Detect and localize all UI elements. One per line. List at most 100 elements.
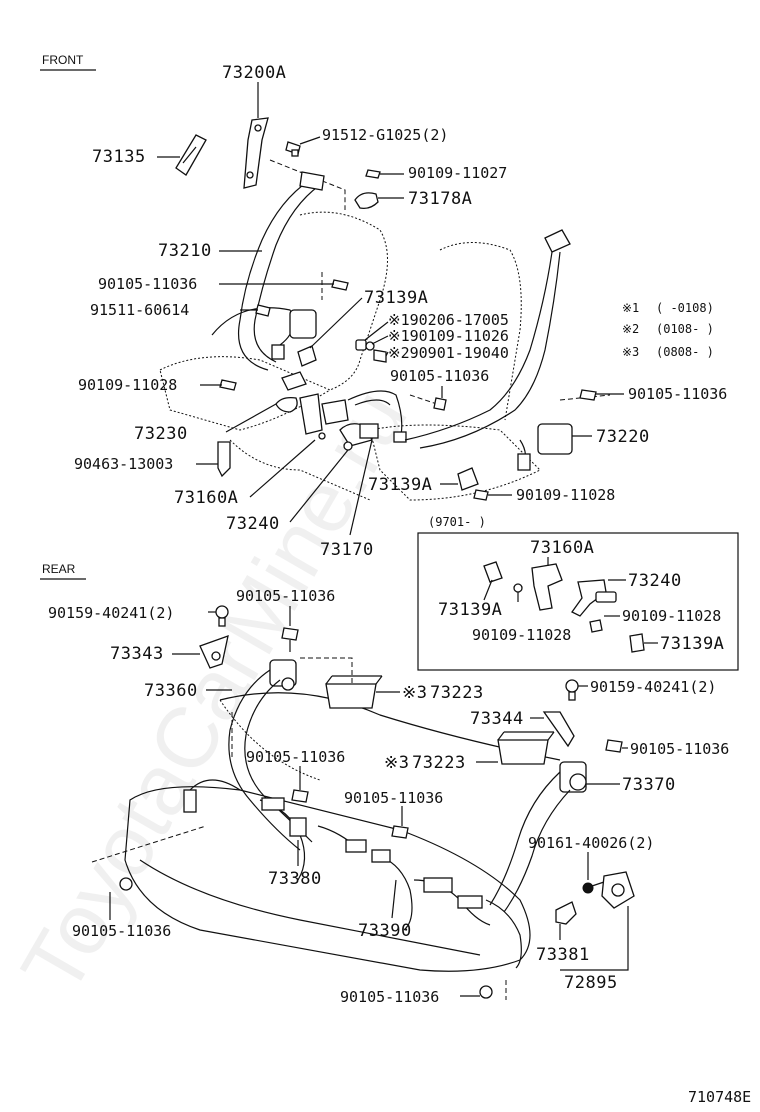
cover-73223-a[interactable] — [325, 675, 383, 709]
leader-variant-c — [385, 351, 389, 357]
label-73135: 73135 — [92, 147, 146, 167]
inset-label-90109-a: 90109-11028 — [622, 607, 721, 625]
label-73390: 73390 — [358, 921, 412, 941]
bracket-73344[interactable] — [542, 711, 575, 748]
inset-label-73160A: 73160A — [530, 538, 594, 558]
buckle-cluster-front[interactable] — [275, 371, 407, 451]
bracket-73381[interactable] — [555, 901, 577, 925]
bolt-90105-rear-d[interactable] — [391, 825, 409, 839]
inset-range-label: (9701- ) — [428, 515, 486, 529]
inset-label-73139A-b: 73139A — [660, 634, 724, 654]
label-73240: 73240 — [226, 514, 280, 534]
belt-assembly-73210[interactable] — [211, 171, 325, 371]
label-90109-11028-b: 90109-11028 — [516, 486, 615, 504]
cover-73178A[interactable] — [354, 192, 379, 210]
label-73223-a-mark: ※3 — [402, 683, 427, 703]
label-90105-rear-c: 90105-11036 — [246, 748, 345, 766]
bolt-90105-c[interactable] — [579, 389, 597, 401]
label-90159-a: 90159-40241(2) — [48, 604, 174, 622]
inset-label-73240: 73240 — [628, 571, 682, 591]
variant-fasteners[interactable] — [355, 339, 387, 363]
leader-variant-a — [364, 321, 389, 341]
label-90105-b: 90105-11036 — [390, 367, 489, 385]
leader-73160A — [249, 439, 316, 498]
bolt-90161[interactable] — [582, 881, 605, 894]
retractor-72895[interactable] — [601, 871, 635, 909]
variant-legend: ※1 ( -0108) ※2 (0108- ) ※3 (0808- ) — [622, 301, 714, 359]
inset-parts-drawing[interactable] — [483, 561, 645, 653]
label-73223-b: 73223 — [412, 753, 466, 773]
label-90105-rear-a: 90105-11036 — [236, 587, 335, 605]
leader-73170 — [349, 439, 373, 536]
bolt-90105-a[interactable] — [331, 279, 349, 291]
rear-dash-2 — [91, 825, 207, 863]
bolt-90105-b[interactable] — [433, 397, 447, 411]
legend-mark-3: ※3 — [622, 345, 639, 359]
bolt-90109-11027[interactable] — [365, 169, 381, 179]
label-90105-rear-e: 90105-11036 — [72, 922, 171, 940]
label-190206: ※190206-17005 — [388, 311, 509, 329]
alignment-dash-1 — [269, 159, 346, 210]
label-90463: 90463-13003 — [74, 455, 173, 473]
label-73370: 73370 — [622, 775, 676, 795]
clip-90463[interactable] — [217, 441, 231, 478]
legend-range-2: (0108- ) — [656, 322, 714, 336]
cover-73135[interactable] — [175, 134, 207, 176]
belt-assembly-73220[interactable] — [404, 229, 573, 471]
bolt-90159-a[interactable] — [215, 605, 229, 627]
label-73139A-a: 73139A — [364, 288, 428, 308]
label-73380: 73380 — [268, 869, 322, 889]
belt-assembly-73370[interactable] — [485, 761, 587, 969]
bolt-90105-rear-b[interactable] — [605, 739, 623, 753]
label-73343: 73343 — [110, 644, 164, 664]
label-90159-b: 90159-40241(2) — [590, 678, 716, 696]
label-73160A: 73160A — [174, 488, 238, 508]
cover-73139A-b[interactable] — [457, 467, 479, 491]
label-91512: 91512-G1025(2) — [322, 126, 448, 144]
leader-91512 — [299, 136, 321, 145]
label-290901: ※290901-19040 — [388, 344, 509, 362]
label-73200A: 73200A — [222, 63, 286, 83]
label-90109-11028-a: 90109-11028 — [78, 376, 177, 394]
label-73360: 73360 — [144, 681, 198, 701]
diagram-code: 710748E — [688, 1088, 751, 1106]
front-section-title: FRONT — [42, 53, 84, 67]
label-73381: 73381 — [536, 945, 590, 965]
buckle-73390[interactable] — [371, 849, 491, 931]
label-73170: 73170 — [320, 540, 374, 560]
label-73344: 73344 — [470, 709, 524, 729]
leader-73139A-a — [309, 297, 363, 349]
label-72895: 72895 — [564, 973, 618, 993]
label-90105-a: 90105-11036 — [98, 275, 197, 293]
legend-mark-1: ※1 — [622, 301, 639, 315]
label-90105-rear-d: 90105-11036 — [344, 789, 443, 807]
label-90109-11027: 90109-11027 — [408, 164, 507, 182]
belt-assembly-73360[interactable] — [183, 659, 313, 851]
rear-dash-1 — [300, 657, 353, 692]
bolt-90105-rear-f[interactable] — [479, 985, 493, 999]
cover-73139A-a[interactable] — [297, 345, 317, 367]
anchor-bracket-73200A[interactable] — [243, 117, 269, 189]
buckle-73380[interactable] — [259, 797, 367, 881]
bolt-90105-rear-e[interactable] — [119, 877, 133, 891]
label-73223-a: 73223 — [430, 683, 484, 703]
cover-73223-b[interactable] — [497, 731, 555, 765]
label-90105-c: 90105-11036 — [628, 385, 727, 403]
bolt-90109-11028-b[interactable] — [473, 489, 489, 501]
bolt-90109-11028-a[interactable] — [219, 379, 237, 391]
legend-mark-2: ※2 — [622, 322, 639, 336]
bolt-91512[interactable] — [285, 141, 301, 157]
label-73210: 73210 — [158, 241, 212, 261]
bolt-90105-rear-c[interactable] — [291, 789, 309, 803]
bolt-91511[interactable] — [255, 304, 271, 317]
bolt-90159-b[interactable] — [565, 679, 579, 701]
label-73139A-b: 73139A — [368, 475, 432, 495]
bracket-73343[interactable] — [199, 634, 229, 669]
bolt-90105-rear-a[interactable] — [281, 627, 299, 652]
legend-range-3: (0808- ) — [656, 345, 714, 359]
legend-range-1: ( -0108) — [656, 301, 714, 315]
label-90105-rear-b: 90105-11036 — [630, 740, 729, 758]
leader-73230 — [225, 403, 277, 433]
label-73220: 73220 — [596, 427, 650, 447]
